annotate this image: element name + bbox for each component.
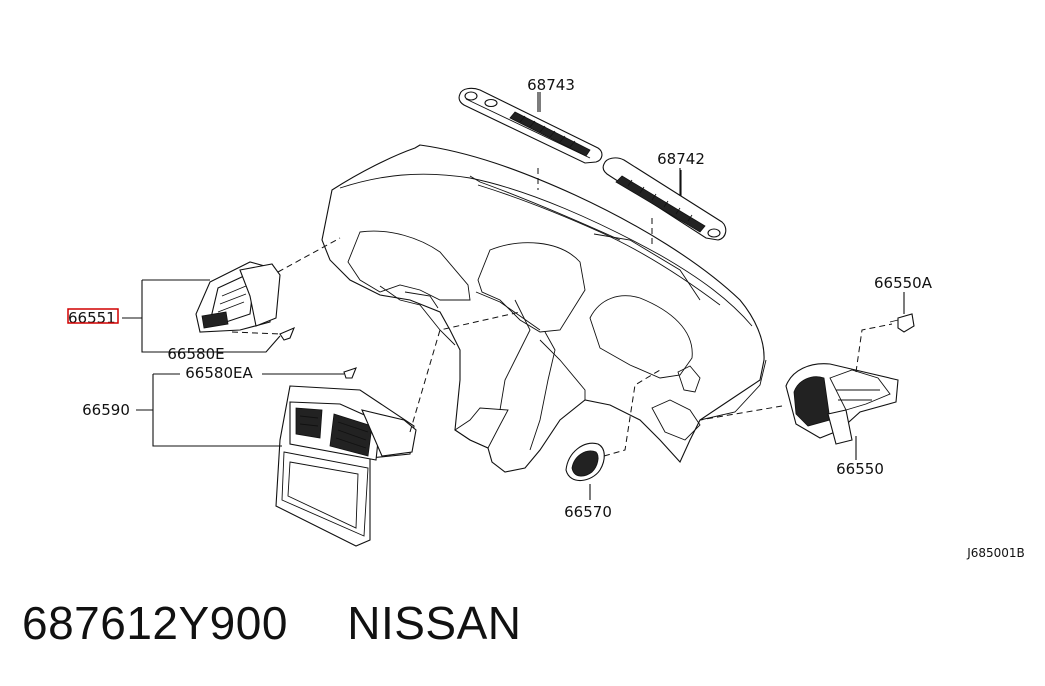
callout-66580EA: 66580EA: [185, 364, 253, 382]
clip-66580E: [231, 326, 296, 341]
reference-code: J685001B: [966, 546, 1025, 560]
footer-part-number: 687612Y900: [22, 597, 288, 649]
defroster-grille-68742: [602, 157, 727, 248]
footer: 687612Y900 NISSAN: [22, 596, 521, 650]
defroster-grille-68743: [458, 87, 603, 190]
grille-slats-68743: [509, 111, 591, 157]
callout-66590: 66590: [82, 401, 130, 419]
callout-66570: 66570: [564, 503, 612, 521]
side-vent-66551: [195, 237, 341, 333]
callout-68742: 68742: [657, 150, 705, 168]
callout-68743: 68743: [527, 76, 575, 94]
leader-lines: [122, 92, 857, 500]
highlight-box: [67, 308, 119, 324]
callout-66550A: 66550A: [874, 274, 933, 292]
center-vent-66590: [275, 311, 521, 547]
clip-66580EA: [262, 367, 357, 379]
side-vent-66550: [699, 323, 899, 445]
callout-66551: 66551: [68, 309, 116, 327]
footer-brand: NISSAN: [347, 597, 522, 649]
callout-66580E: 66580E: [167, 345, 224, 363]
instrument-panel: [321, 144, 767, 473]
round-vent-66570: [565, 369, 661, 482]
callout-66550: 66550: [836, 460, 884, 478]
screw-66550A: [889, 292, 915, 333]
